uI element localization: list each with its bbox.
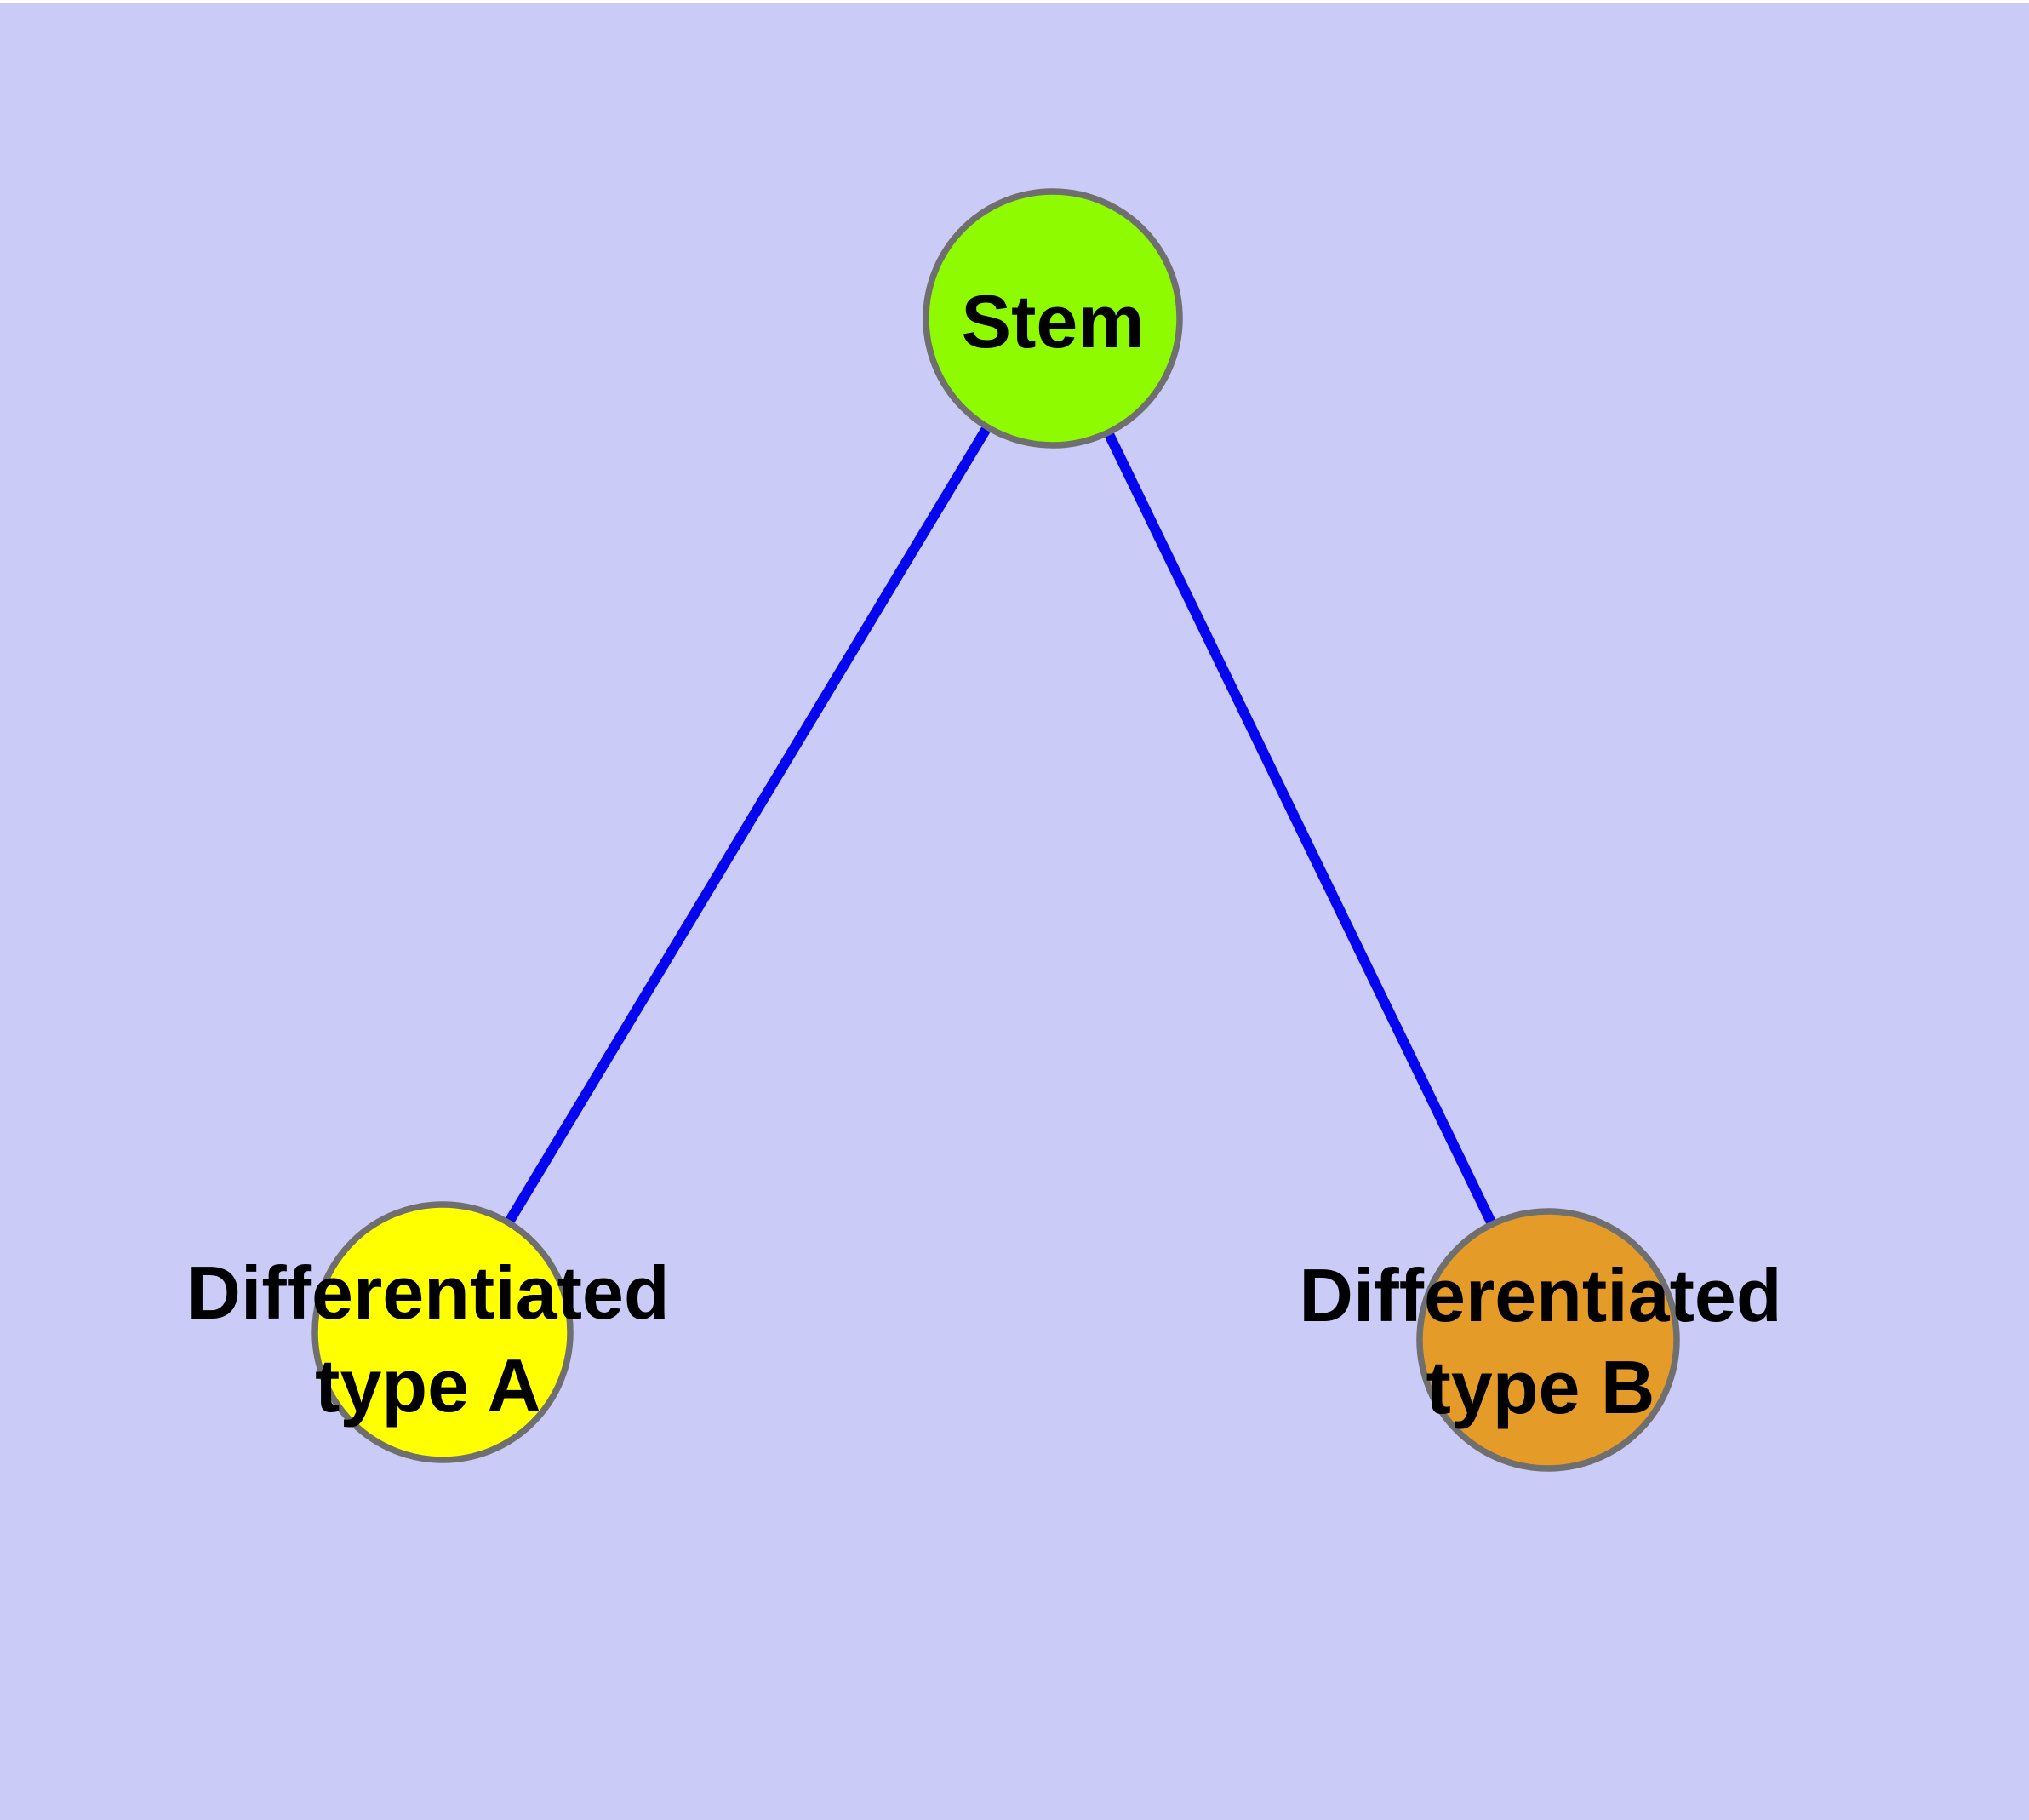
type-b-node-label-line1: Differentiated xyxy=(1299,1253,1781,1337)
type-a-node-label-line2: type A xyxy=(315,1343,541,1428)
type-a-node-circle xyxy=(311,1201,574,1463)
node-differentiated-type-b: Differentiated type B xyxy=(1299,1208,1782,1472)
edge-stem-to-type-b xyxy=(1048,316,1553,1342)
type-a-node-label-line1: Differentiated xyxy=(186,1251,669,1335)
node-stem: Stem xyxy=(923,188,1183,449)
type-b-node-label-line2: type B xyxy=(1426,1345,1655,1429)
top-edge-strip xyxy=(0,0,2029,3)
edge-stem-to-type-a xyxy=(437,315,1058,1336)
type-b-node-circle xyxy=(1416,1208,1680,1472)
node-differentiated-type-a: Differentiated type A xyxy=(186,1201,670,1463)
stem-node-circle xyxy=(923,188,1183,449)
stem-node-label: Stem xyxy=(961,279,1144,363)
